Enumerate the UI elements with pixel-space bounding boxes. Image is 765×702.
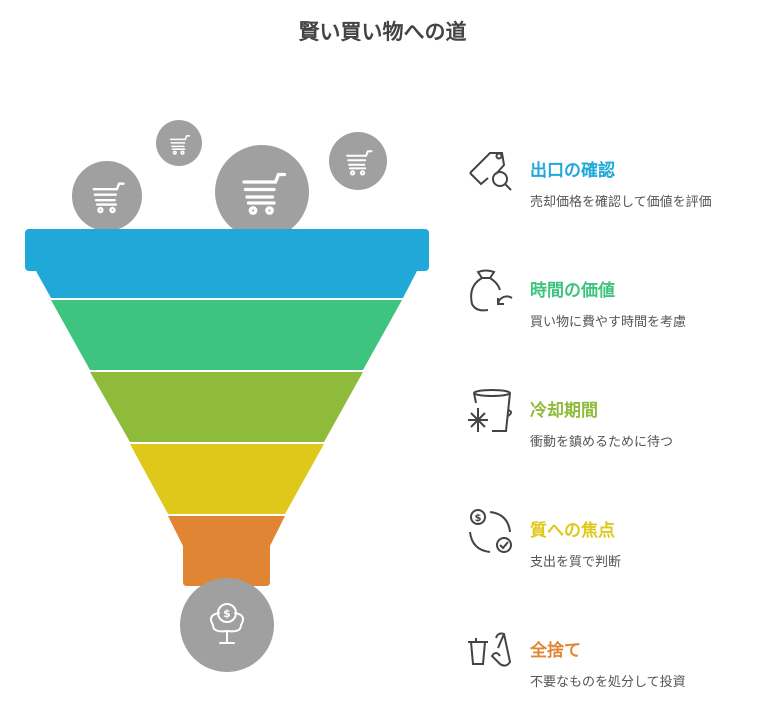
stage-heading: 冷却期間 [530, 401, 598, 421]
funnel-band-3 [90, 372, 363, 442]
funnel-spout [168, 516, 285, 586]
funnel-band-2 [51, 300, 402, 370]
stage-cooling-period: 冷却期間 衝動を鎮めるために待つ [466, 388, 756, 450]
dollar-check-cycle-icon: $ [469, 509, 512, 553]
stage-quality-focus: $ 質への焦点 支出を質で判断 [466, 508, 756, 570]
cart-circle [215, 145, 309, 239]
stage-description: 不要なものを処分して投資 [530, 675, 686, 690]
cart-circle [72, 161, 142, 231]
stage-exit-check: 出口の確認 売却価格を確認して価値を評価 [466, 148, 756, 210]
cart-circle [156, 120, 202, 166]
stage-description: 買い物に費やす時間を考慮 [530, 315, 687, 330]
trash-discard-icon [468, 632, 512, 667]
stage-heading: 全捨て [530, 641, 581, 661]
svg-text:$: $ [223, 607, 231, 620]
ice-bucket-snowflake-icon [468, 389, 512, 432]
money-tree-icon: $ [180, 578, 274, 672]
stage-description: 衝動を鎮めるために待つ [530, 435, 674, 450]
funnel-band-1 [36, 271, 417, 298]
stage-heading: 出口の確認 [530, 161, 615, 181]
money-bag-return-icon [470, 269, 513, 312]
stage-heading: 質への焦点 [530, 521, 615, 541]
stage-discard-all: 全捨て 不要なものを処分して投資 [466, 628, 756, 690]
price-tag-search-icon [469, 152, 512, 191]
cart-circle [329, 132, 387, 190]
funnel-top-bar [25, 229, 429, 271]
funnel-band-4 [130, 444, 324, 514]
svg-text:$: $ [475, 513, 482, 524]
stage-description: 売却価格を確認して価値を評価 [530, 195, 712, 210]
stage-heading: 時間の価値 [530, 281, 615, 301]
stage-time-value: 時間の価値 買い物に費やす時間を考慮 [466, 268, 756, 330]
page-title: 賢い買い物への道 [298, 20, 467, 44]
stage-description: 支出を質で判断 [530, 555, 622, 570]
